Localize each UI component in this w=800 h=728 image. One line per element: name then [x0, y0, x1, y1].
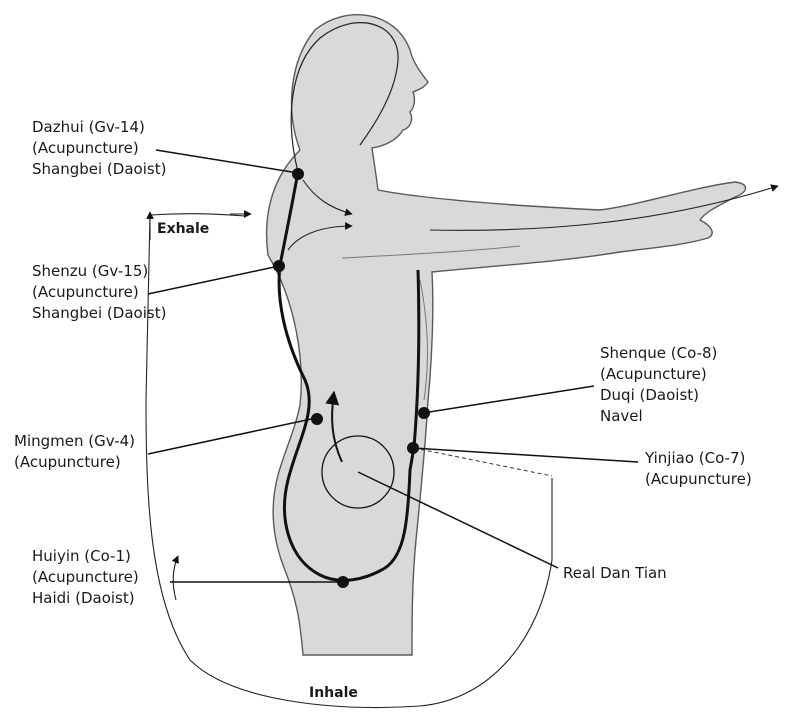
chest-line — [419, 279, 428, 401]
arm-arrow-long — [429, 184, 779, 231]
dan-tian-up-arrow — [325, 390, 343, 463]
breath-loop — [145, 210, 553, 708]
leader-shenque — [422, 385, 595, 414]
body-silhouette — [265, 14, 747, 656]
label-yinjiao: Yinjiao (Co-7) (Acupuncture) — [644, 449, 752, 488]
shenzu-line-2: (Acupuncture) — [32, 283, 139, 301]
dot-yinjiao — [407, 442, 419, 454]
arm-crease — [341, 245, 521, 259]
shenque-line-3: Duqi (Daoist) — [600, 386, 699, 404]
mingmen-line-2: (Acupuncture) — [14, 453, 121, 471]
dot-shenzu — [273, 260, 285, 272]
label-huiyin: Huiyin (Co-1) (Acupuncture) Haidi (Daois… — [32, 547, 139, 607]
body-outline — [265, 14, 747, 656]
leader-yinjiao — [412, 447, 639, 463]
inhale-label: Inhale — [309, 685, 358, 701]
shenzu-line-3: Shangbei (Daoist) — [32, 304, 166, 322]
dazhui-line-1: Dazhui (Gv-14) — [32, 118, 145, 136]
shenzu-line-1: Shenzu (Gv-15) — [32, 262, 148, 280]
arm-arrow-upper — [302, 179, 353, 216]
acupoint-dots — [273, 168, 430, 588]
huiyin-line-1: Huiyin (Co-1) — [32, 547, 131, 565]
leader-mingmen — [147, 417, 317, 455]
shenque-line-1: Shenque (Co-8) — [600, 344, 717, 362]
shenque-line-2: (Acupuncture) — [600, 365, 707, 383]
dashed-yinjiao-line — [413, 447, 553, 477]
huiyin-line-2: (Acupuncture) — [32, 568, 139, 586]
leader-lines — [147, 149, 639, 583]
label-shenzu: Shenzu (Gv-15) (Acupuncture) Shangbei (D… — [32, 262, 166, 322]
dot-shenque — [418, 407, 430, 419]
label-mingmen: Mingmen (Gv-4) (Acupuncture) — [14, 432, 135, 471]
dot-mingmen — [311, 413, 323, 425]
inhale-up-arrow — [171, 555, 179, 601]
label-dantian: Real Dan Tian — [563, 564, 667, 582]
label-shenque: Shenque (Co-8) (Acupuncture) Duqi (Daois… — [600, 344, 717, 425]
huiyin-line-3: Haidi (Daoist) — [32, 589, 135, 607]
dot-huiyin — [337, 576, 349, 588]
yinjiao-line-2: (Acupuncture) — [645, 470, 752, 488]
leader-dantian — [357, 471, 559, 569]
head-loop — [290, 22, 399, 173]
leader-shenzu — [147, 265, 280, 295]
label-dazhui: Dazhui (Gv-14) (Acupuncture) Shangbei (D… — [32, 118, 166, 178]
exhale-label: Exhale — [157, 221, 209, 237]
dan-tian-circle — [321, 435, 395, 509]
dazhui-line-2: (Acupuncture) — [32, 139, 139, 157]
dot-dazhui — [292, 168, 304, 180]
dazhui-line-3: Shangbei (Daoist) — [32, 160, 166, 178]
mingmen-line-1: Mingmen (Gv-4) — [14, 432, 135, 450]
shenque-line-4: Navel — [600, 407, 643, 425]
yinjiao-line-1: Yinjiao (Co-7) — [644, 449, 745, 467]
leader-dazhui — [155, 149, 299, 174]
arm-arrow-middle — [287, 222, 353, 251]
